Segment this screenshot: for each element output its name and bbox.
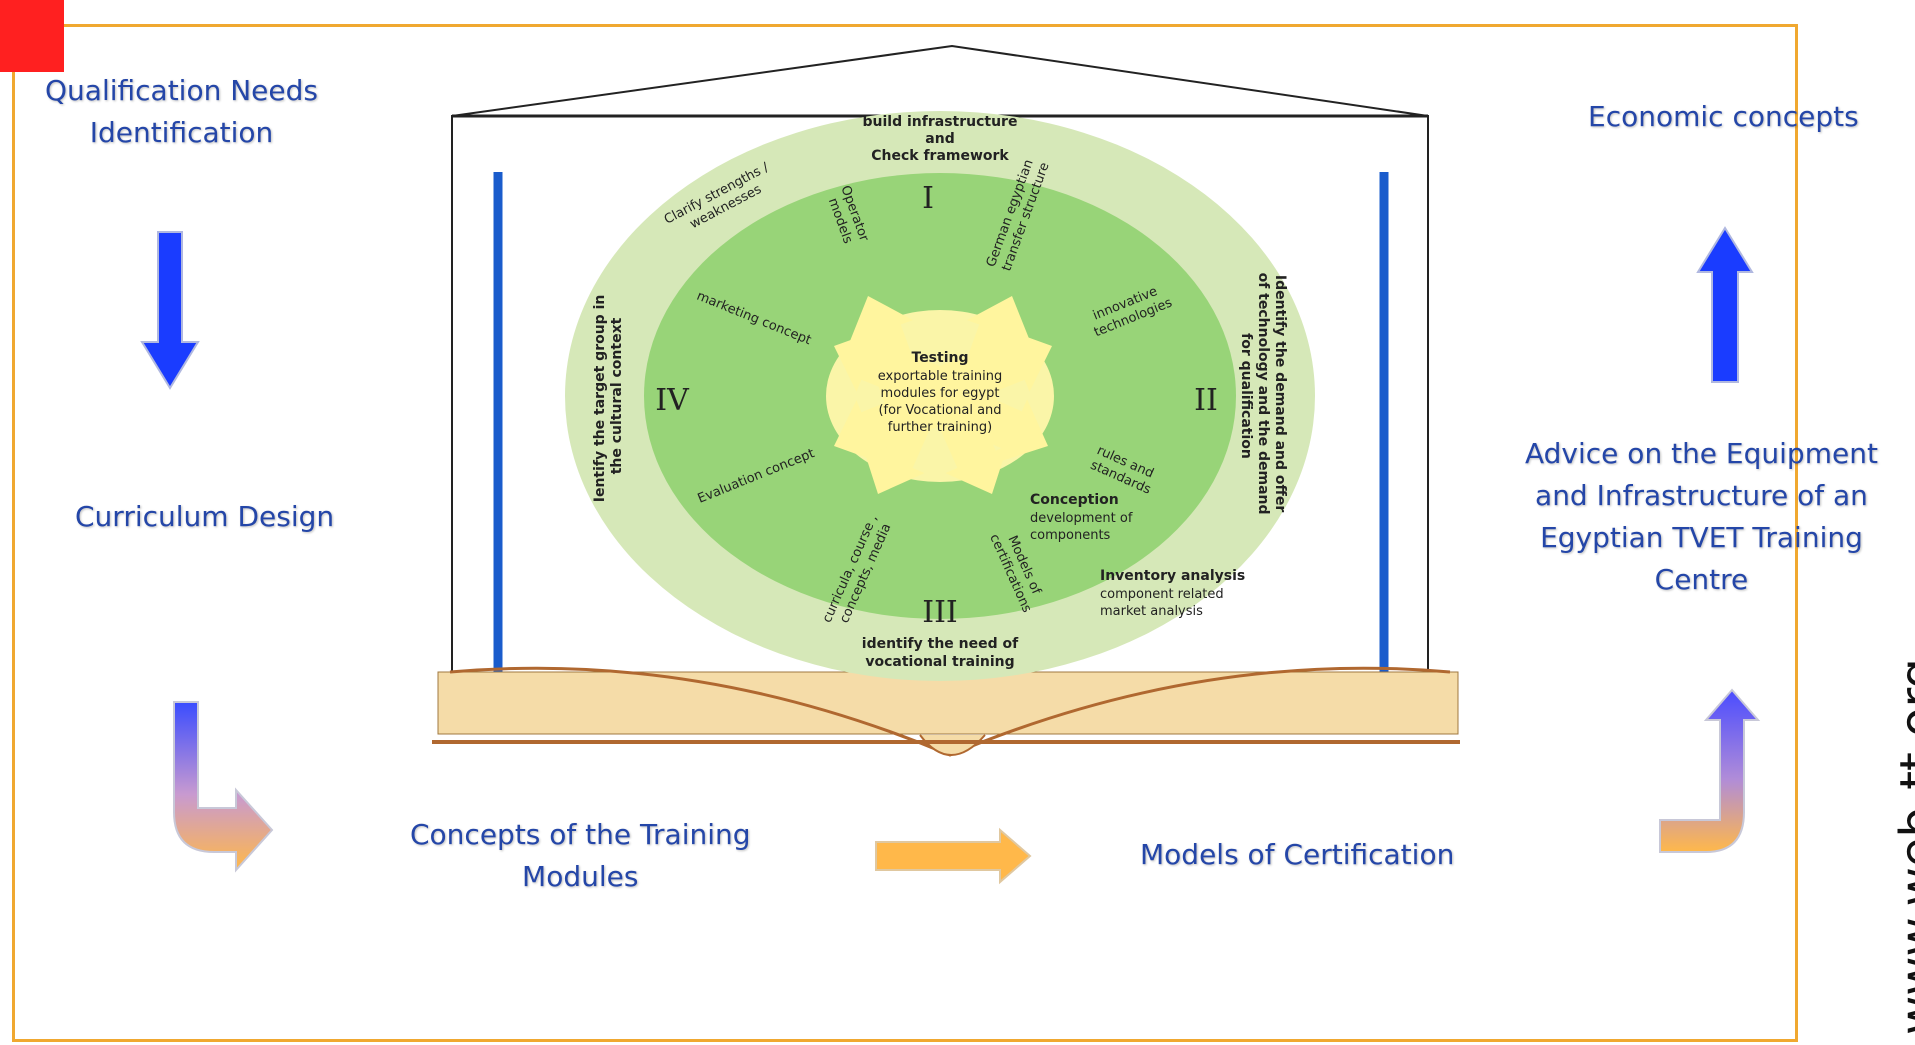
center-line-4: further training) [888,420,992,435]
conception-line-2: components [1030,528,1111,543]
inventory-title: Inventory analysis [1100,568,1245,584]
numeral-iii: III [922,595,958,630]
inventory-line-1: component related [1100,587,1224,602]
curved-arrow-up-right-icon [1659,688,1761,853]
right-arrow-icon [875,827,1032,885]
down-arrow-icon [140,231,200,390]
numeral-i: I [922,181,934,216]
left-side-text: Ientify the target group in the cultural… [592,290,625,502]
center-line-1: exportable training [878,369,1002,384]
outer-frame [12,24,1798,1042]
numeral-iv: IV [655,383,690,418]
open-book-base [432,666,1460,757]
label-economic-concepts: Economic concepts [1588,100,1859,133]
conception-line-1: development of [1030,511,1133,526]
label-curriculum-design: Curriculum Design [75,500,335,533]
conception-title: Conception [1030,492,1119,508]
bottom-text-2: vocational training [865,654,1014,670]
bottom-text-1: identify the need of [862,636,1019,652]
center-line-2: modules for egypt [881,386,1000,401]
label-models-certification: Models of Certification [1140,838,1455,871]
numeral-ii: II [1194,383,1218,418]
up-arrow-icon [1696,226,1754,383]
inventory-line-2: market analysis [1100,604,1203,619]
label-concepts-training-modules: Concepts of the Training Modules [410,818,751,893]
red-marker [0,0,64,72]
center-title: Testing [912,350,969,366]
label-qualification-needs: Qualification Needs Identification [45,74,318,149]
top-text-1: build infrastructure [863,114,1018,130]
arrow-marketing-concept [834,328,970,418]
center-line-3: (for Vocational and [878,403,1001,418]
top-text-2: and [925,131,954,147]
top-text-3: Check framework [871,148,1009,164]
right-side-text: Identify the demand and offer of technol… [1238,273,1288,520]
label-advice-equipment: Advice on the Equipment and Infrastructu… [1525,437,1878,596]
curved-arrow-down-right-icon [173,701,274,873]
